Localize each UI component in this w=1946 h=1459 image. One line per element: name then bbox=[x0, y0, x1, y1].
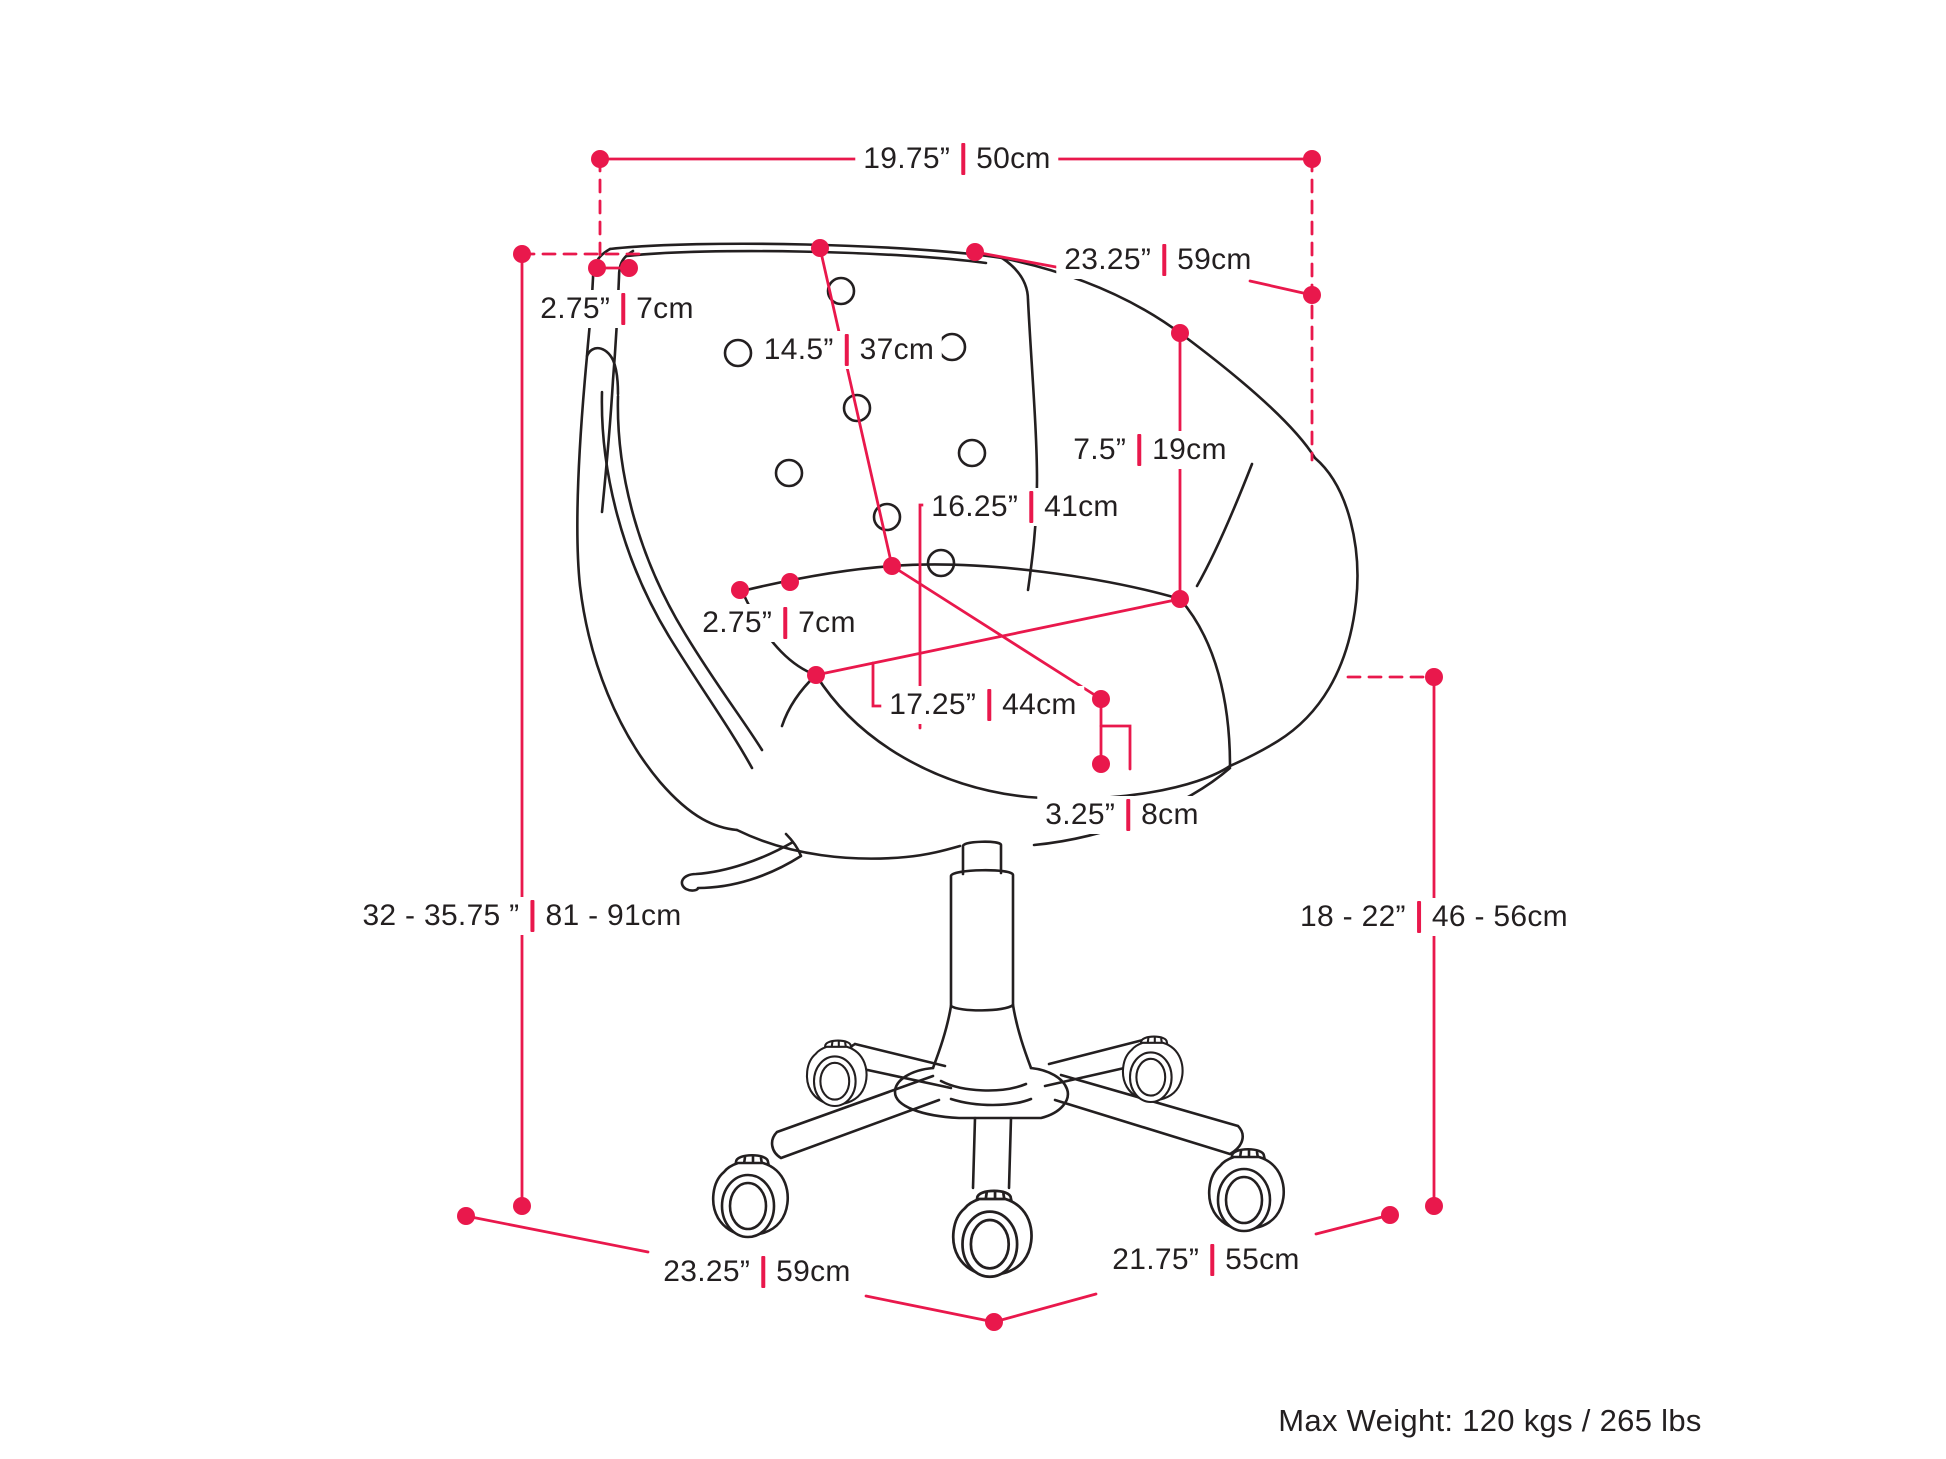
back-top-inner-edge bbox=[625, 249, 988, 265]
dim-inches: 16.25” bbox=[931, 490, 1019, 523]
arm-cap bbox=[585, 346, 620, 396]
separator-bar bbox=[783, 607, 788, 639]
separator-bar bbox=[1137, 434, 1142, 466]
dim-label-back-top-thickness: 2.75” 7cm bbox=[532, 290, 702, 328]
dim-cm: 7cm bbox=[636, 292, 694, 325]
caster-left bbox=[711, 1153, 790, 1239]
dim-inches: 3.25” bbox=[1045, 798, 1116, 831]
back-right-sweep bbox=[1000, 256, 1317, 460]
arm-line-b bbox=[616, 394, 764, 752]
base-front-post bbox=[971, 1116, 1013, 1190]
dim-cm: 59cm bbox=[776, 1255, 851, 1288]
dim-leader-depth-a bbox=[973, 250, 1058, 269]
max-weight-note: Max Weight: 120 kgs / 265 lbs bbox=[1278, 1403, 1702, 1438]
left-outer-shell bbox=[575, 247, 739, 832]
back-right-inner bbox=[1000, 256, 1039, 592]
separator-bar bbox=[1210, 1244, 1215, 1276]
dim-leader-base-width-a bbox=[464, 1214, 650, 1254]
dim-label-overall-width: 19.75” 50cm bbox=[855, 140, 1059, 178]
dim-inches: 7.5” bbox=[1073, 433, 1127, 466]
base-leg-left bbox=[770, 1074, 941, 1160]
dim-label-overall-depth: 23.25” 59cm bbox=[1056, 241, 1260, 279]
dim-inches: 19.75” bbox=[863, 142, 951, 175]
dim-cm: 81 - 91cm bbox=[545, 899, 682, 932]
dim-inches: 32 - 35.75 ” bbox=[362, 899, 520, 932]
separator-bar bbox=[530, 900, 535, 932]
dim-label-armrest-height: 7.5” 19cm bbox=[1065, 431, 1235, 469]
dim-inches: 2.75” bbox=[540, 292, 611, 325]
separator-bar bbox=[1126, 799, 1131, 831]
dim-inches: 17.25” bbox=[889, 688, 977, 721]
tilt-lever bbox=[680, 832, 803, 892]
dim-bracket-cushion bbox=[1099, 724, 1132, 771]
dim-inches: 23.25” bbox=[1064, 243, 1152, 276]
dim-cm: 59cm bbox=[1177, 243, 1252, 276]
dim-inches: 21.75” bbox=[1112, 1243, 1200, 1276]
caster-right bbox=[1207, 1147, 1286, 1233]
dim-leader-depth-b bbox=[1248, 279, 1314, 297]
dim-inches: 18 - 22” bbox=[1300, 900, 1406, 933]
dim-label-back-diagonal: 14.5” 37cm bbox=[755, 331, 943, 369]
dim-label-seat-side-thickness: 2.75” 7cm bbox=[694, 604, 864, 642]
dim-line-seat-cross-1 bbox=[890, 564, 1103, 701]
dim-cm: 50cm bbox=[976, 142, 1051, 175]
under-shell-left bbox=[735, 828, 962, 860]
dim-cm: 46 - 56cm bbox=[1431, 900, 1568, 933]
dim-cm: 37cm bbox=[859, 333, 935, 366]
separator-bar bbox=[761, 1256, 766, 1288]
dim-inches: 2.75” bbox=[702, 606, 773, 639]
right-arm-outer bbox=[1228, 456, 1359, 768]
dim-inches: 14.5” bbox=[763, 333, 834, 366]
dim-cm: 44cm bbox=[1002, 688, 1077, 721]
separator-bar bbox=[621, 293, 626, 325]
caster-front bbox=[951, 1189, 1033, 1279]
dim-label-base-depth: 21.75” 55cm bbox=[1104, 1241, 1308, 1279]
seat-front-edge bbox=[814, 673, 1232, 800]
dim-cm: 19cm bbox=[1152, 433, 1227, 466]
dim-inches: 23.25” bbox=[663, 1255, 751, 1288]
dim-cm: 41cm bbox=[1044, 490, 1119, 523]
dim-label-seat-width: 16.25” 41cm bbox=[923, 488, 1127, 526]
dimension-dots bbox=[457, 150, 1443, 1331]
dim-cm: 8cm bbox=[1141, 798, 1199, 831]
separator-bar bbox=[1162, 244, 1167, 276]
caster-back-left bbox=[805, 1039, 868, 1108]
dimension-lines bbox=[464, 157, 1436, 1324]
gas-lift-cylinder bbox=[949, 868, 1015, 1008]
gas-lift-neck bbox=[961, 840, 1003, 876]
gas-lift-cone bbox=[931, 1003, 1033, 1070]
dim-cm: 7cm bbox=[798, 606, 856, 639]
separator-bar bbox=[987, 689, 992, 721]
separator-bar bbox=[844, 334, 849, 366]
base-hub bbox=[893, 1066, 1070, 1120]
dim-cm: 55cm bbox=[1225, 1243, 1300, 1276]
dim-label-overall-height: 32 - 35.75 ” 81 - 91cm bbox=[354, 897, 690, 935]
arm-front-roll bbox=[780, 673, 818, 728]
dim-line-back-diagonal bbox=[818, 246, 894, 568]
dim-label-base-width: 23.25” 59cm bbox=[655, 1253, 859, 1291]
dim-label-cushion-thickness: 3.25” 8cm bbox=[1037, 796, 1207, 834]
arm-line-a bbox=[600, 390, 754, 770]
dim-label-seat-depth: 17.25” 44cm bbox=[881, 686, 1085, 724]
right-arm-inner bbox=[1195, 462, 1254, 588]
back-top-edge bbox=[608, 242, 1004, 260]
dim-leader-base-width-b bbox=[864, 1294, 996, 1324]
separator-bar bbox=[1029, 491, 1034, 523]
dim-leader-base-depth-b bbox=[1314, 1213, 1392, 1236]
seat-junction bbox=[740, 563, 1182, 601]
seat-right-side bbox=[1178, 597, 1232, 768]
tufting-buttons bbox=[723, 276, 987, 578]
separator-bar bbox=[961, 143, 966, 175]
separator-bar bbox=[1416, 901, 1421, 933]
dim-line-seat-cross-2 bbox=[814, 597, 1182, 677]
caster-back-right bbox=[1121, 1035, 1184, 1104]
dim-leader-base-depth-a bbox=[992, 1292, 1098, 1324]
base-hub-detail bbox=[939, 1079, 1033, 1107]
dim-label-seat-height: 18 - 22” 46 - 56cm bbox=[1292, 898, 1576, 936]
